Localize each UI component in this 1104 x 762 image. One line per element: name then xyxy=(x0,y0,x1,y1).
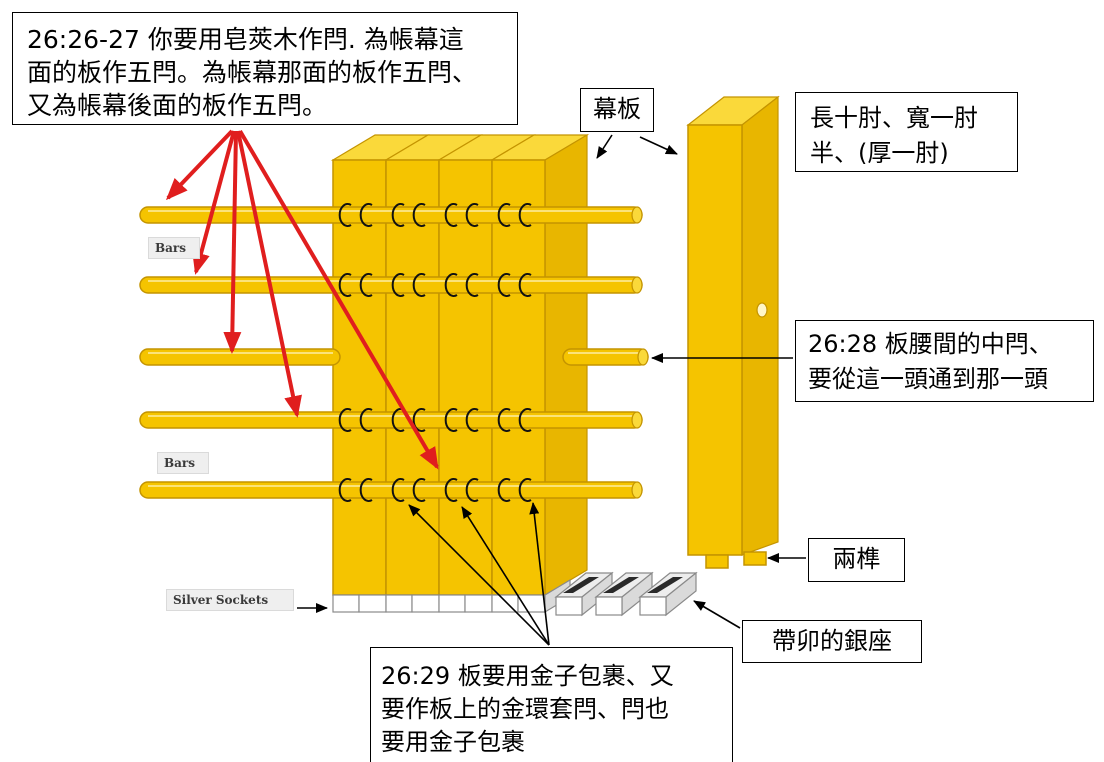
silver-socket xyxy=(358,594,387,613)
bar-bottom xyxy=(139,481,643,499)
pointer-arrow xyxy=(596,134,613,159)
pointer-arrow xyxy=(529,502,550,646)
red-arrow xyxy=(238,129,439,470)
gold-ring xyxy=(359,478,373,502)
red-arrow xyxy=(192,130,236,275)
red-arrows xyxy=(165,129,439,470)
bars-label: Bars xyxy=(157,452,209,474)
gold-ring xyxy=(465,273,479,297)
gold-ring xyxy=(391,478,405,502)
gold-ring xyxy=(497,478,511,502)
board-wall xyxy=(330,133,590,597)
callout-line: 26:26-27 你要用皂莢木作閂. 為帳幕這 xyxy=(27,25,464,54)
callout-line: 面的板作五閂。為帳幕那面的板作五閂、 xyxy=(27,58,478,87)
board-front-face xyxy=(385,159,440,596)
tenons-callout: 兩榫 xyxy=(808,538,905,582)
gold-ring xyxy=(359,273,373,297)
gold-ring xyxy=(497,273,511,297)
bars-label: Bars xyxy=(148,237,200,259)
verse-26-27-callout: 26:26-27 你要用皂莢木作閂. 為帳幕這 面的板作五閂。為帳幕那面的板作五… xyxy=(12,12,518,125)
bar-hole xyxy=(756,302,768,318)
red-arrow xyxy=(165,129,234,201)
bar-top xyxy=(139,206,643,224)
tenon xyxy=(705,554,729,569)
gold-ring xyxy=(338,408,352,432)
gold-ring xyxy=(465,203,479,227)
callout-text: 帶卯的銀座 xyxy=(772,627,892,655)
gold-ring xyxy=(391,203,405,227)
gold-ring xyxy=(497,203,511,227)
gold-ring xyxy=(444,408,458,432)
middle-bar-right xyxy=(562,348,649,366)
pointer-arrow xyxy=(639,136,678,155)
silver-socket xyxy=(438,594,466,613)
socket-with-mortise xyxy=(638,571,698,617)
gold-ring xyxy=(444,273,458,297)
gold-ring xyxy=(412,203,426,227)
gold-ring xyxy=(465,478,479,502)
gold-ring xyxy=(497,408,511,432)
boards-callout: 幕板 xyxy=(580,88,654,132)
callout-line: 要從這一頭通到那一頭 xyxy=(808,365,1048,393)
socket-with-mortise xyxy=(554,571,614,617)
callout-line: 26:28 板腰間的中閂、 xyxy=(808,330,1053,358)
pointer-arrow xyxy=(461,506,550,646)
red-arrow xyxy=(223,130,242,354)
gold-rings xyxy=(338,203,532,502)
gold-ring xyxy=(518,203,532,227)
silver-socket xyxy=(332,594,360,613)
callout-line: 26:29 板要用金子包裹、又 xyxy=(381,662,674,690)
board-front-face xyxy=(491,159,546,596)
red-arrow xyxy=(236,130,302,418)
board-front-face xyxy=(332,159,387,596)
gold-ring xyxy=(444,478,458,502)
dimensions-callout: 長十肘、寬一肘 半、(厚一肘) xyxy=(795,92,1018,172)
bar-fourth xyxy=(139,411,643,429)
gold-ring xyxy=(359,203,373,227)
pointer-arrow xyxy=(693,600,741,629)
bar-second xyxy=(139,276,643,294)
loose-sockets xyxy=(554,571,698,617)
gold-ring xyxy=(359,408,373,432)
gold-ring xyxy=(465,408,479,432)
board-front-face xyxy=(438,159,493,596)
verse-26-29-callout: 26:29 板要用金子包裹、又 要作板上的金環套閂、閂也 要用金子包裹 xyxy=(370,647,733,762)
single-board xyxy=(686,95,780,569)
gold-ring xyxy=(412,408,426,432)
gold-ring xyxy=(518,478,532,502)
callout-line: 要作板上的金環套閂、閂也 xyxy=(381,695,669,723)
board-side-face xyxy=(741,95,779,556)
middle-bar-left xyxy=(139,348,341,366)
callout-line: 半、(厚一肘) xyxy=(810,139,949,167)
silver-socket xyxy=(385,594,413,613)
gold-ring xyxy=(518,273,532,297)
gold-ring xyxy=(391,408,405,432)
silver-socket xyxy=(464,594,493,613)
gold-ring xyxy=(338,203,352,227)
socket-with-mortise xyxy=(594,571,654,617)
callout-line: 又為帳幕後面的板作五閂。 xyxy=(27,91,328,120)
callout-line: 要用金子包裹 xyxy=(381,728,525,756)
gold-ring xyxy=(518,408,532,432)
gold-ring xyxy=(412,478,426,502)
gold-ring xyxy=(444,203,458,227)
pointer-arrow xyxy=(408,504,550,646)
sockets-callout: 帶卯的銀座 xyxy=(742,620,922,663)
gold-ring xyxy=(391,273,405,297)
callout-text: 兩榫 xyxy=(832,545,881,573)
bars xyxy=(139,206,649,499)
verse-26-28-callout: 26:28 板腰間的中閂、 要從這一頭通到那一頭 xyxy=(795,320,1094,402)
gold-ring xyxy=(338,273,352,297)
board-front-face xyxy=(687,124,743,556)
gold-ring xyxy=(412,273,426,297)
pointer-arrows xyxy=(297,134,806,646)
tenon xyxy=(743,551,767,566)
silver-socket xyxy=(411,594,440,613)
callout-line: 長十肘、寬一肘 xyxy=(810,104,978,132)
gold-ring xyxy=(338,478,352,502)
silver-sockets-label: Silver Sockets xyxy=(166,589,294,611)
callout-text: 幕板 xyxy=(593,95,641,123)
